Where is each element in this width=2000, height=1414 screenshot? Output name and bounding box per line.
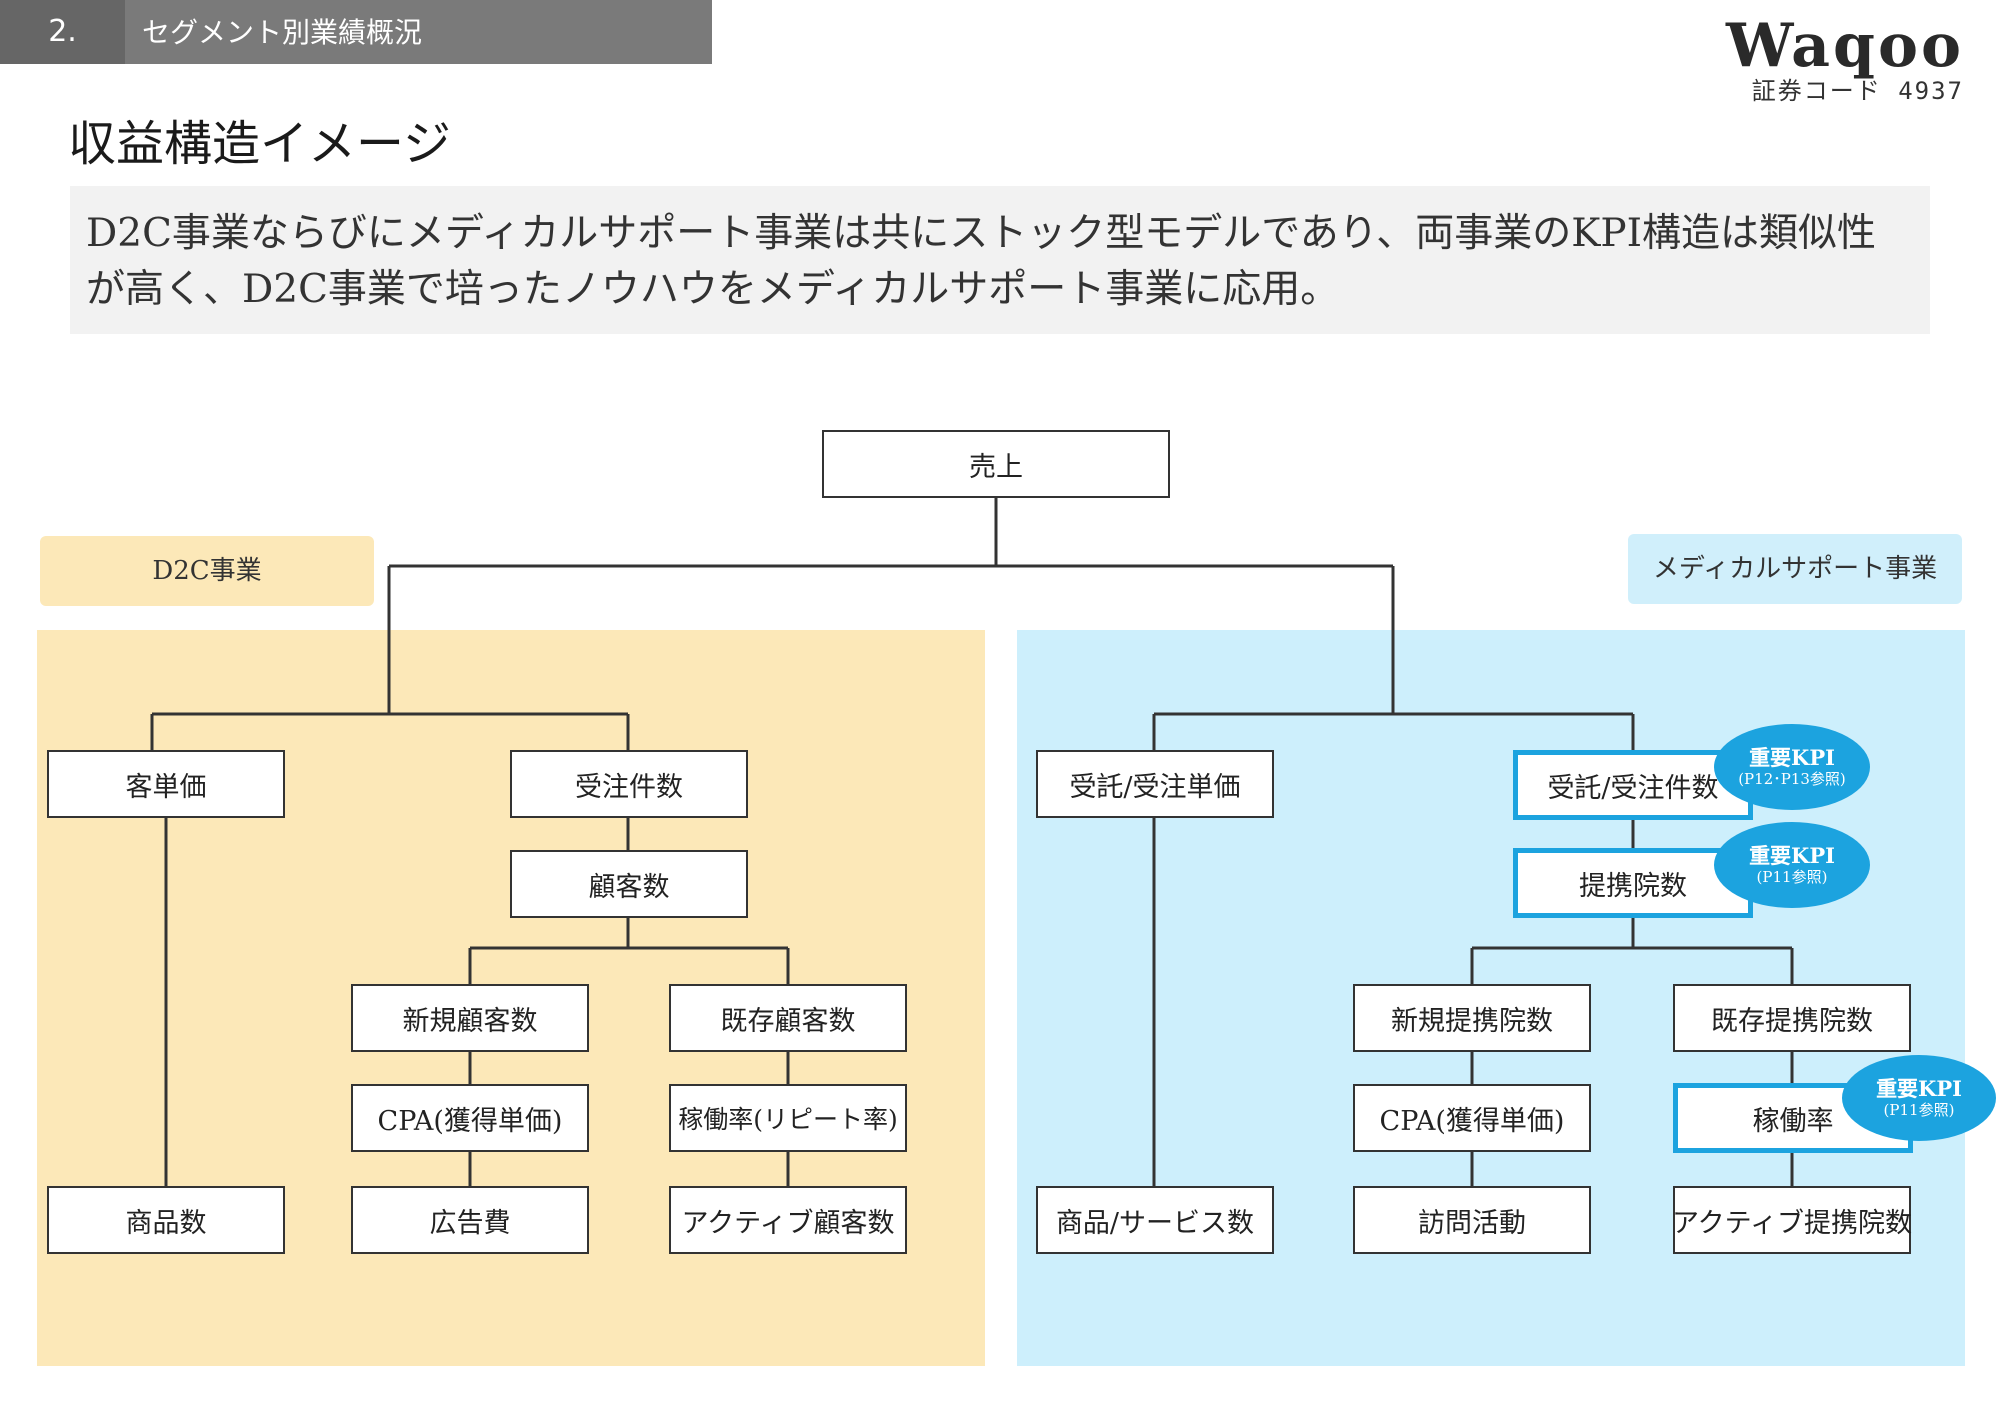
node-med-order-count: 受託/受注件数 [1513,750,1753,820]
medical-segment-label: メディカルサポート事業 [1628,534,1962,604]
company-logo: Waqoo 証券コード 4937 [1714,14,1964,104]
node-med-product-count: 商品/サービス数 [1036,1186,1274,1254]
kpi-badge-title: 重要KPI [1749,745,1835,770]
d2c-segment-label: D2C事業 [40,536,374,606]
stock-code: 証券コード 4937 [1751,77,1964,105]
kpi-badge-title: 重要KPI [1876,1076,1962,1101]
kpi-badge-clinic-count: 重要KPI (P11参照) [1714,822,1870,908]
node-d2c-operating-rate: 稼働率(リピート率) [669,1084,907,1152]
node-med-visits: 訪問活動 [1353,1186,1591,1254]
node-d2c-customer-unit-price: 客単価 [47,750,285,818]
summary-line-2: が高く、D2C事業で培ったノウハウをメディカルサポート事業に応用。 [86,267,1340,312]
node-med-cpa: CPA(獲得単価) [1353,1084,1591,1152]
node-d2c-cpa: CPA(獲得単価) [351,1084,589,1152]
kpi-badge-ref: (P11参照) [1883,1101,1955,1119]
node-d2c-ad-cost: 広告費 [351,1186,589,1254]
node-d2c-order-count: 受注件数 [510,750,748,818]
node-med-new-clinics: 新規提携院数 [1353,984,1591,1052]
node-med-active-clinics: アクティブ提携院数 [1672,1186,1912,1254]
kpi-badge-title: 重要KPI [1749,843,1835,868]
node-d2c-existing-customers: 既存顧客数 [669,984,907,1052]
logo-wordmark: Waqoo [1725,11,1964,81]
kpi-badge-operating-rate: 重要KPI (P11参照) [1842,1055,1996,1141]
summary-line-1: D2C事業ならびにメディカルサポート事業は共にストック型モデルであり、両事業のK… [86,211,1877,256]
summary-box: D2C事業ならびにメディカルサポート事業は共にストック型モデルであり、両事業のK… [70,186,1930,334]
section-number: 2. [0,0,125,64]
node-med-existing-clinics: 既存提携院数 [1673,984,1911,1052]
kpi-badge-order-count: 重要KPI (P12･P13参照) [1714,724,1870,810]
kpi-badge-ref: (P11参照) [1756,868,1828,886]
kpi-badge-ref: (P12･P13参照) [1738,770,1846,788]
section-title: セグメント別業績概況 [142,16,423,49]
page-title: 収益構造イメージ [68,116,452,172]
node-d2c-active-customers: アクティブ顧客数 [669,1186,907,1254]
node-d2c-customer-count: 顧客数 [510,850,748,918]
node-sales: 売上 [822,430,1170,498]
node-med-unit-price: 受託/受注単価 [1036,750,1274,818]
node-d2c-new-customers: 新規顧客数 [351,984,589,1052]
node-d2c-product-count: 商品数 [47,1186,285,1254]
